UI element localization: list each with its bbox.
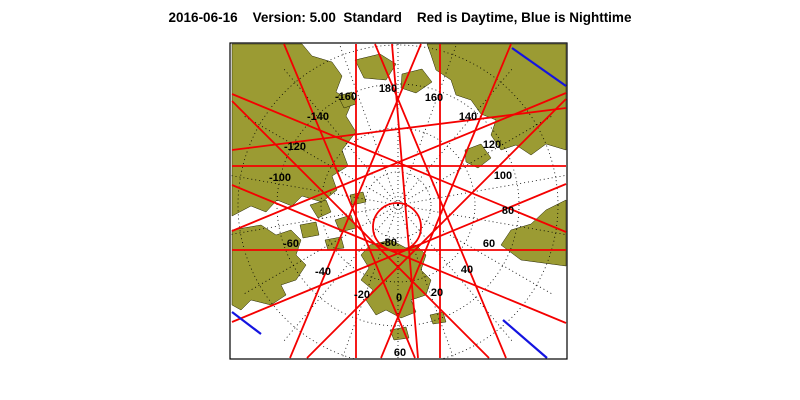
landmass [299,221,320,239]
meridian-line [397,174,567,206]
longitude-label: 160 [425,92,443,104]
meridian-line [397,68,513,206]
satellite-track-day [231,107,567,151]
satellite-track-night [502,319,548,359]
latitude-circle [364,171,432,239]
meridian-line [397,204,455,359]
meridian-line [397,43,458,206]
longitude-label: -140 [307,111,329,123]
longitude-label: -160 [335,91,357,103]
longitude-label: 80 [502,205,514,217]
meridian-line [243,115,399,206]
meridian-line [230,174,399,206]
longitude-label: 120 [483,139,501,151]
satellite-track-day [306,98,567,359]
landmass [426,43,567,156]
satellite-track-day [231,92,567,232]
meridian-line [338,43,399,206]
satellite-track-day [231,93,567,233]
landmass [231,224,307,311]
page-title: 2016-06-16 Version: 5.00 Standard Red is… [168,10,632,25]
longitude-label: -20 [354,289,370,301]
longitude-label: 20 [431,287,443,299]
meridian-line [397,204,567,236]
landmass [429,311,447,325]
graticule-group [230,43,567,359]
longitude-label: 40 [461,264,473,276]
map-content [230,43,567,359]
satellite-track-day [283,43,416,359]
longitude-label: 180 [379,83,397,95]
plot-border [229,42,568,360]
longitude-label: -60 [283,238,299,250]
satellite-track-day [391,43,419,359]
satellite-track-night [511,47,567,87]
satellite-track-day [231,183,567,323]
longitude-label: -40 [315,266,331,278]
land-group [231,43,567,341]
longitude-labels-group: -160 180 160 140 -140 -120 120 -100 100 80 -80 -60 6… [269,83,514,359]
longitude-label: -120 [284,141,306,153]
longitude-label: 100 [494,170,512,182]
landmass [354,53,397,81]
longitude-label: -100 [269,172,291,184]
satellite-track-night [231,311,262,335]
landmass [309,199,332,219]
landmass [464,143,492,169]
landmass [324,236,345,251]
latitude-circle [276,83,520,327]
longitude-label: 140 [459,111,477,123]
longitude-label: -80 [381,237,397,249]
meridian-line [283,204,399,342]
satellite-track-day-polar-circle [372,202,422,252]
longitude-label: 0 [396,292,402,304]
meridian-line [397,115,553,206]
meridian-line [230,204,399,236]
meridian-line [341,204,399,359]
meridian-line [397,204,513,342]
latitude-circle [237,44,559,359]
longitude-label: 60 [483,238,495,250]
satellite-track-day [380,43,512,359]
daytime-tracks-group [231,43,567,359]
longitude-label: 60 [394,347,406,359]
nighttime-tracks-group [231,47,567,359]
satellite-track-day [289,43,422,359]
